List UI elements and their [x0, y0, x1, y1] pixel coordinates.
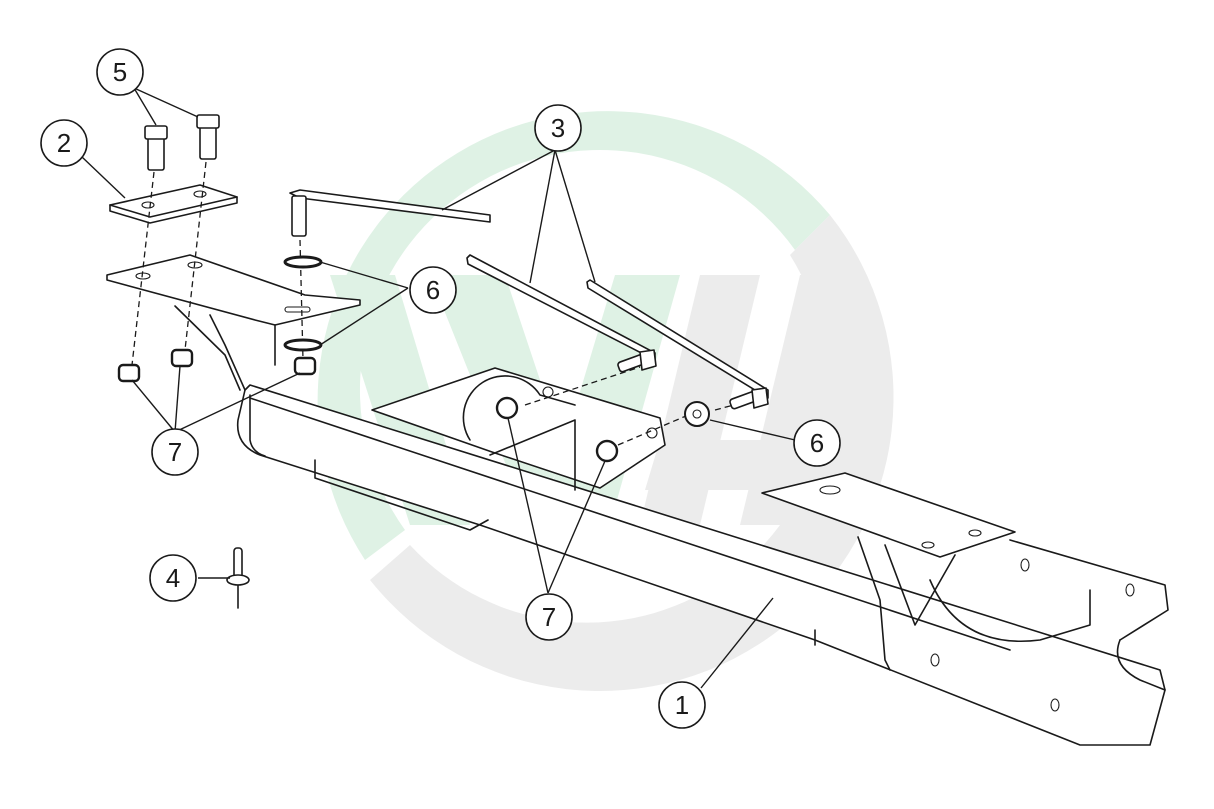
callout-4: 4 — [149, 554, 197, 602]
callout-6-right: 6 — [793, 419, 841, 467]
callout-7-left: 7 — [151, 428, 199, 476]
callout-7-center: 7 — [525, 593, 573, 641]
callout-5: 5 — [96, 48, 144, 96]
nuts — [117, 348, 619, 463]
svg-text:2: 2 — [57, 128, 71, 158]
callout-6-upper: 6 — [409, 266, 457, 314]
svg-text:6: 6 — [810, 428, 824, 458]
callout-1: 1 — [658, 681, 706, 729]
bracket-straps — [289, 189, 769, 410]
rivet — [226, 547, 250, 609]
upper-left-bracket — [106, 254, 361, 391]
main-frame-rail — [236, 367, 1169, 746]
svg-text:6: 6 — [426, 275, 440, 305]
hex-bolts — [144, 114, 220, 171]
svg-text:3: 3 — [551, 113, 565, 143]
svg-text:5: 5 — [113, 57, 127, 87]
svg-text:1: 1 — [675, 690, 689, 720]
callout-2: 2 — [40, 119, 88, 167]
leader-lines — [81, 87, 796, 689]
backing-plate — [109, 184, 238, 224]
svg-text:7: 7 — [168, 437, 182, 467]
svg-text:7: 7 — [542, 602, 556, 632]
callout-3: 3 — [534, 104, 582, 152]
svg-text:4: 4 — [166, 563, 180, 593]
